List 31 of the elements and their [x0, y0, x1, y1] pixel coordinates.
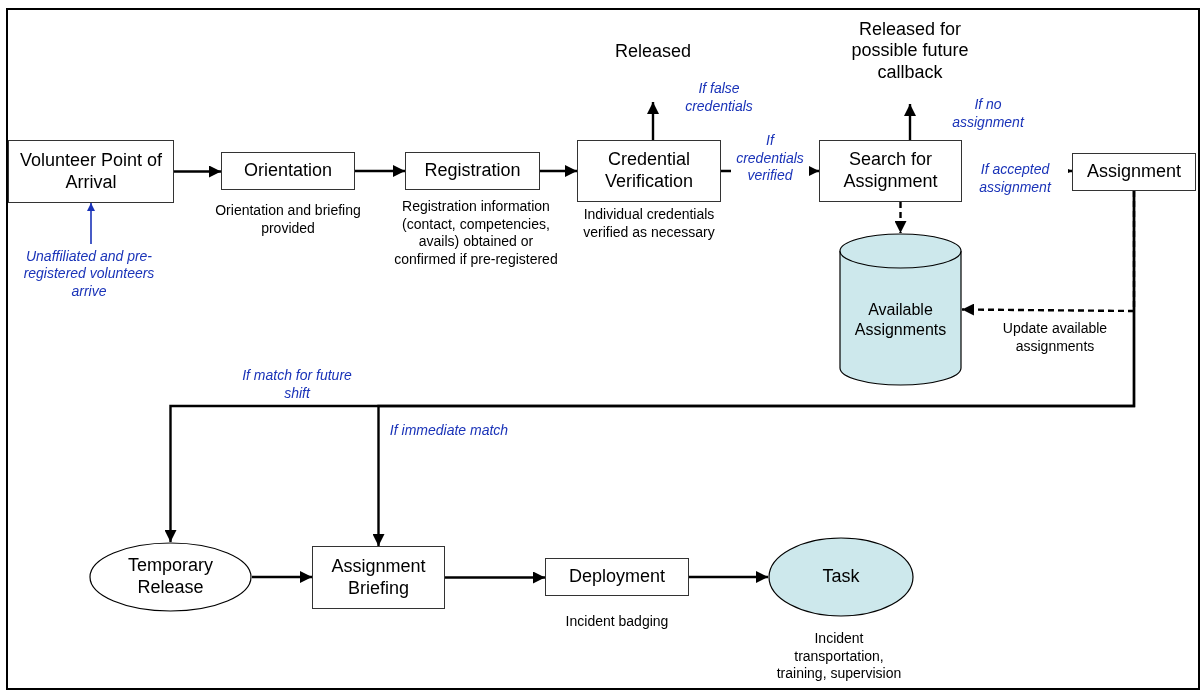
process-box: Credential Verification — [577, 140, 721, 202]
process-box: Volunteer Point of Arrival — [8, 140, 174, 203]
node-caption: Orientation and briefing provided — [214, 202, 362, 237]
arrow — [174, 165, 221, 178]
process-box: Orientation — [221, 152, 355, 190]
process-box: Assignment Briefing — [312, 546, 445, 609]
arrow — [87, 202, 95, 245]
process-box: Assignment — [1072, 153, 1196, 191]
process-box: Registration — [405, 152, 540, 190]
arrow — [647, 102, 659, 140]
arrow — [689, 571, 768, 583]
database-cylinder: Available Assignments — [839, 233, 962, 386]
outcome-text: Released — [612, 40, 694, 64]
node-caption: Incident transportation, training, supervision — [775, 630, 903, 683]
dashed-arrow — [894, 202, 907, 233]
process-box: Search for Assignment — [819, 140, 962, 202]
process-ellipse: Temporary Release — [89, 542, 252, 612]
arrow — [445, 571, 545, 584]
arrow — [540, 165, 577, 177]
arrow — [372, 191, 1136, 546]
outcome-text: Released for possible future callback — [836, 18, 984, 84]
arrow — [904, 104, 916, 140]
node-caption: Individual credentials verified as necessary — [582, 206, 716, 241]
process-ellipse: Task — [768, 537, 914, 617]
edge-label: If accepted assignment — [962, 161, 1068, 196]
node-caption: Incident badging — [564, 613, 670, 631]
arrow — [355, 165, 405, 177]
arrow — [252, 571, 312, 583]
node-caption: Registration information (contact, competencies, avails) obtained or confirmed if pre-registered — [393, 198, 559, 268]
process-box: Deployment — [545, 558, 689, 596]
note-text: Unaffiliated and pre-registered volunteers arrive — [18, 244, 160, 304]
